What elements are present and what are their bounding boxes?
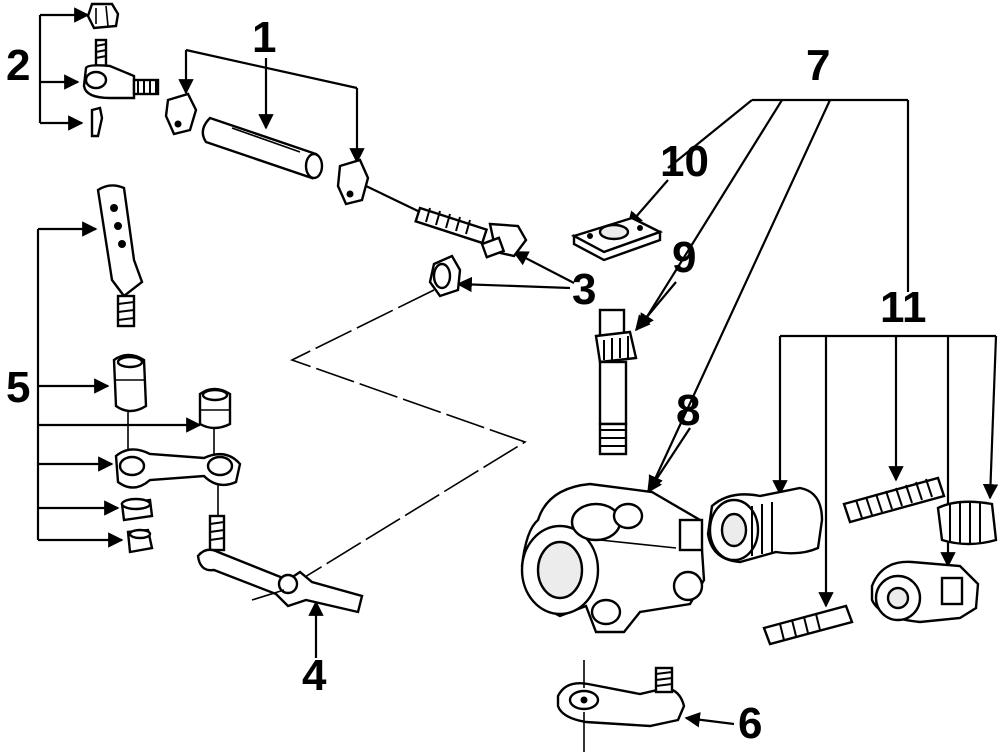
callout-4: 4	[302, 651, 327, 700]
sector-shaft-cover	[570, 216, 664, 262]
sector-shaft	[594, 308, 638, 456]
inner-tie-rod	[414, 206, 528, 298]
callout-1: 1	[252, 13, 276, 62]
callout-10: 10	[660, 137, 709, 186]
pitman-arm	[556, 660, 686, 752]
callout-5: 5	[6, 363, 30, 412]
idler-arm-assembly	[96, 184, 242, 554]
callout-3: 3	[572, 265, 596, 314]
tie-rod-end-outer	[82, 2, 160, 138]
callout-11: 11	[880, 283, 927, 332]
callout-7: 7	[806, 41, 830, 90]
adjusting-sleeve	[164, 92, 421, 213]
callout-6: 6	[738, 699, 762, 748]
steering-gear-housing	[520, 482, 706, 634]
callout-2: 2	[6, 41, 30, 90]
gear-internals	[706, 476, 998, 646]
center-link	[196, 548, 364, 614]
